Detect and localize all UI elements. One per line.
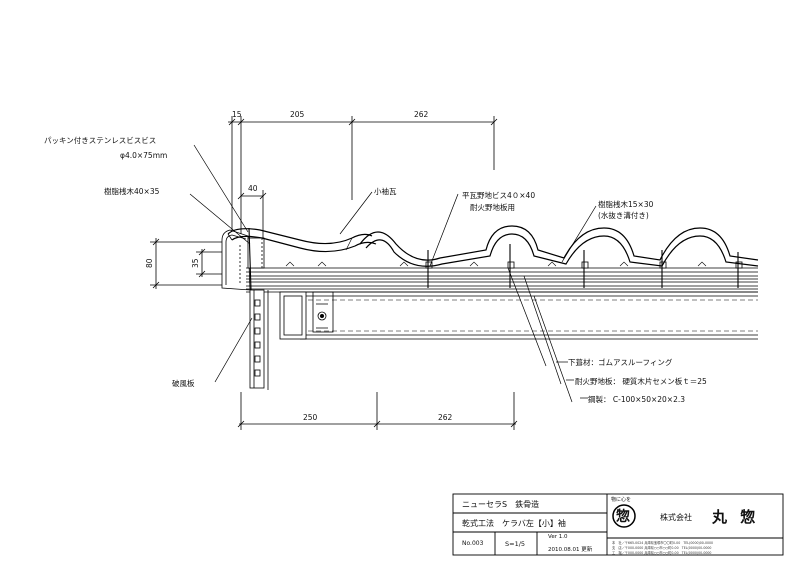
tile-clips <box>285 261 707 267</box>
dim-205: 205 <box>290 110 305 119</box>
label-resin-batten-left: 樹脂桟木40×35 <box>104 186 160 196</box>
dim-262-bottom: 262 <box>438 413 453 422</box>
company-logo-char: 惣 <box>616 508 630 525</box>
roof-layers <box>246 267 758 293</box>
screws <box>248 227 739 291</box>
dimension-texts: 15 205 262 40 80 35 250 262 <box>145 110 453 422</box>
label-fire-board: 耐火野地板： 硬質木片セメン板ｔ＝25 <box>575 376 707 386</box>
title-number: No.003 <box>462 540 484 547</box>
barge-board <box>249 289 269 390</box>
company-address-1: 本 社／〒665-0024 兵庫県宝塚市〇〇町0-00 TEL(0000)00-… <box>612 541 714 545</box>
title-project: ニューセラS 鉄骨造 <box>462 500 540 509</box>
title-scale: S=1/5 <box>505 540 526 548</box>
label-packing-screw: パッキン付きステンレスビスビス <box>44 135 156 145</box>
steel-c-channel <box>279 291 758 340</box>
top-dimension-lines <box>228 116 498 240</box>
dim-262-top: 262 <box>414 110 429 119</box>
title-date: 2010.08.01 更新 <box>548 547 593 553</box>
barge-end-cap <box>221 229 251 291</box>
annotation-texts: パッキン付きステンレスビスビス φ4.0×75mm 樹脂桟木40×35 小袖瓦 … <box>44 135 707 404</box>
dim-15: 15 <box>232 110 242 119</box>
dim-35: 35 <box>191 258 200 268</box>
company-type: 株式会社 <box>660 513 692 522</box>
label-small-sleeve-tile: 小袖瓦 <box>374 186 397 196</box>
dim-250: 250 <box>303 413 318 422</box>
title-block-frame <box>452 493 784 556</box>
company-address-3: 工 場／〒000-0000 兵庫県○○市○○町0-00 TEL(0000)00-… <box>612 551 712 555</box>
label-resin-batten-right: 樹脂桟木15×30 <box>598 199 654 209</box>
bottom-dimension-lines <box>237 392 518 430</box>
sleeve-tile <box>227 228 377 253</box>
title-drawing-name: 乾式工法 ケラバ左【小】袖 <box>462 519 566 528</box>
label-flat-tile-screw: 平瓦野地ビス4０×40 <box>462 190 535 200</box>
resin-battens <box>247 237 743 269</box>
left-dimension-lines <box>150 238 222 289</box>
label-barge-board: 破風板 <box>172 378 195 388</box>
company-motto: 物に心を <box>611 497 632 503</box>
leader-lines <box>189 144 597 403</box>
label-underlay: 下葺材：ゴムアスルーフィング <box>568 357 673 367</box>
label-steel: 鋼製： C-100×50×20×2.3 <box>588 394 685 404</box>
company-address-2: 支 店／〒000-0000 兵庫県○○市○○町0-00 TEL(0000)00-… <box>612 546 712 550</box>
company-name: 丸 惣 <box>712 508 760 526</box>
label-screw-size: φ4.0×75mm <box>120 151 167 160</box>
dim-40: 40 <box>248 184 258 193</box>
company-logo-circle <box>612 504 636 528</box>
dim-80: 80 <box>145 258 154 268</box>
label-drain-groove: (水抜き溝付き) <box>598 210 649 220</box>
label-fireproof-board-use: 耐火野地板用 <box>470 202 515 212</box>
title-version: Ver 1.0 <box>548 534 568 540</box>
s-tiles <box>359 225 759 267</box>
